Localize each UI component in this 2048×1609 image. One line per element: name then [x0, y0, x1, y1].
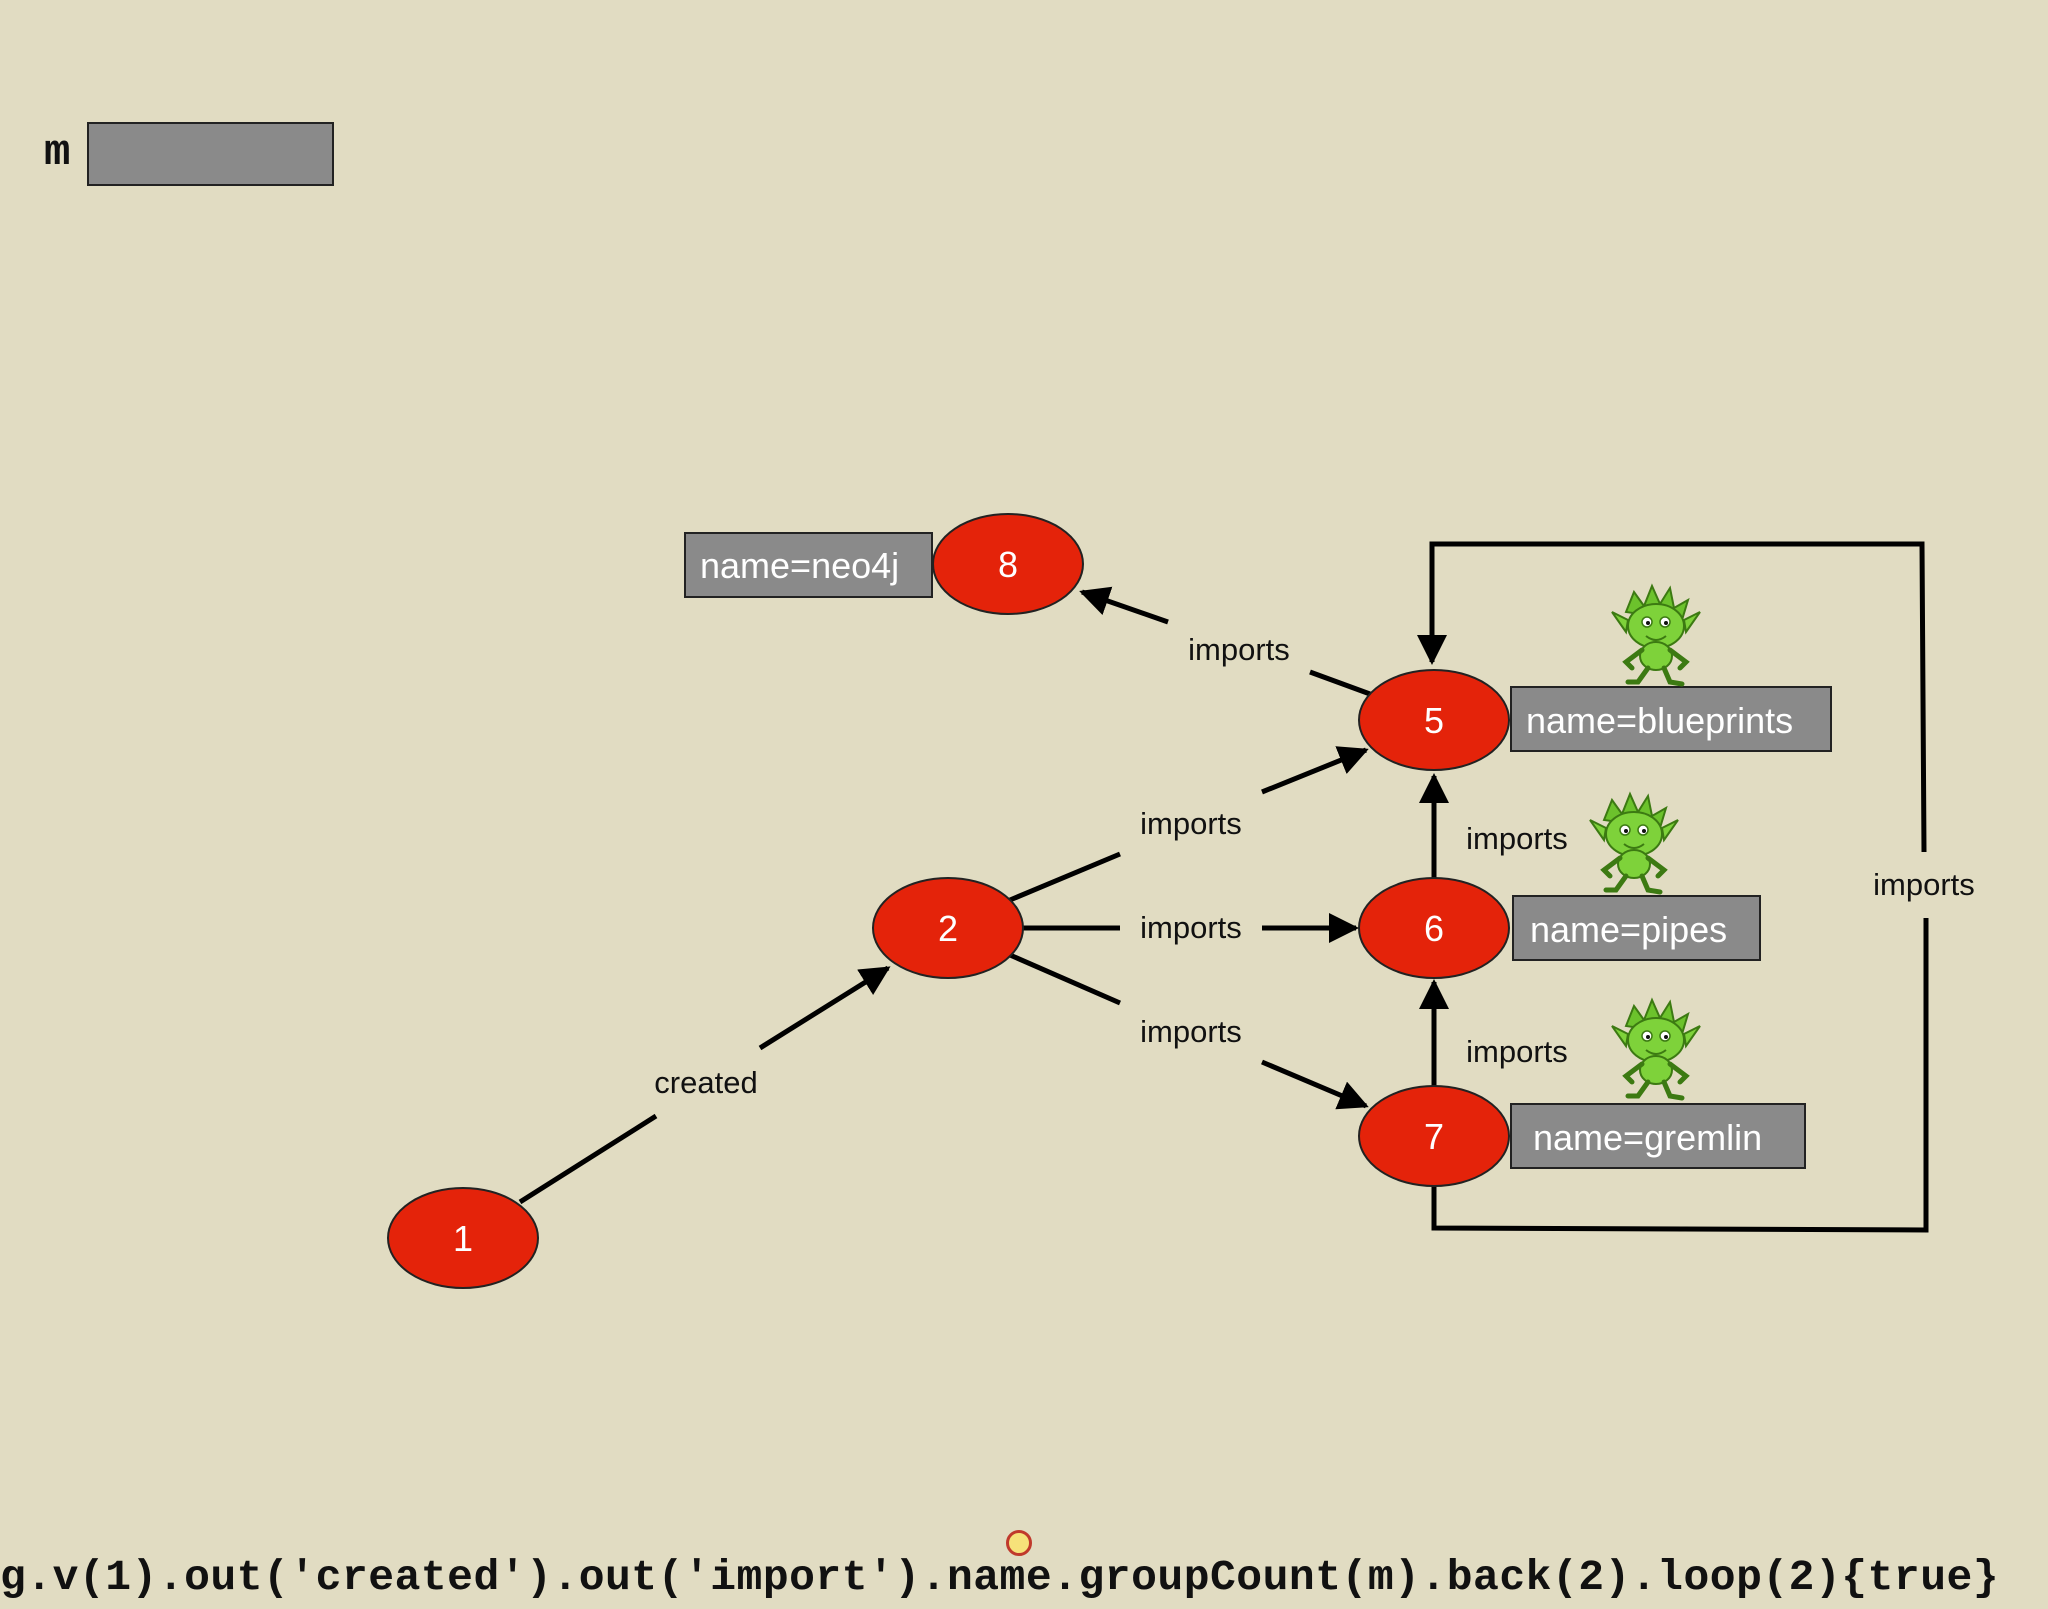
edge-7-5-lower — [1431, 918, 1929, 1233]
edge-1-2 — [518, 1113, 658, 1205]
edge-2-7 — [1009, 952, 1121, 1006]
gremlin-icon — [1590, 794, 1678, 892]
property-box-blueprints — [1510, 686, 1832, 752]
property-text-blueprints: name=blueprints — [1526, 700, 1793, 741]
vertex-5[interactable]: 5 — [1358, 669, 1510, 771]
property-text-pipes: name=pipes — [1530, 909, 1727, 950]
pointer-dot-icon — [1006, 1530, 1032, 1556]
edge-7-5-upper — [1417, 541, 1927, 853]
edge-label-created: created — [654, 1065, 757, 1100]
vertex-8[interactable]: 8 — [932, 513, 1084, 615]
vertex-label: 1 — [453, 1218, 473, 1259]
edge-label-7-5: imports — [1873, 867, 1975, 902]
property-box-neo4j — [684, 532, 933, 598]
property-box-gremlin — [1510, 1103, 1806, 1169]
edge-1-2-arrow — [758, 965, 891, 1051]
edge-2-7-arrow — [1261, 1059, 1369, 1110]
edge-2-5-arrow — [1261, 746, 1369, 795]
vertex-label: 5 — [1424, 700, 1444, 741]
edge-2-5 — [1009, 851, 1121, 903]
vertex-label: 7 — [1424, 1116, 1444, 1157]
vertex-7[interactable]: 7 — [1358, 1085, 1510, 1187]
vertex-6[interactable]: 6 — [1358, 877, 1510, 979]
gremlin-icon — [1612, 586, 1700, 684]
vertex-1[interactable]: 1 — [387, 1187, 539, 1289]
edge-label-2-7: imports — [1140, 1014, 1242, 1049]
property-box-pipes — [1512, 895, 1761, 961]
edge-label-5-8: imports — [1188, 632, 1290, 667]
edge-label-7-6: imports — [1466, 1034, 1568, 1069]
map-variable-box — [87, 122, 334, 186]
vertex-2[interactable]: 2 — [872, 877, 1024, 979]
edge-label-2-5: imports — [1140, 806, 1242, 841]
property-text-neo4j: name=neo4j — [700, 545, 899, 586]
gremlin-icon — [1612, 1000, 1700, 1098]
edge-5-8-arrow — [1079, 586, 1169, 625]
property-text-gremlin: name=gremlin — [1533, 1117, 1762, 1158]
map-variable-label: m — [44, 128, 71, 178]
vertex-label: 6 — [1424, 908, 1444, 949]
edge-5-8 — [1309, 669, 1371, 697]
edge-label-2-6: imports — [1140, 910, 1242, 945]
vertex-label: 2 — [938, 908, 958, 949]
gremlin-query: g.v(1).out('created').out('import').name… — [0, 1553, 2000, 1602]
vertex-label: 8 — [998, 544, 1018, 585]
edge-label-6-5: imports — [1466, 821, 1568, 856]
